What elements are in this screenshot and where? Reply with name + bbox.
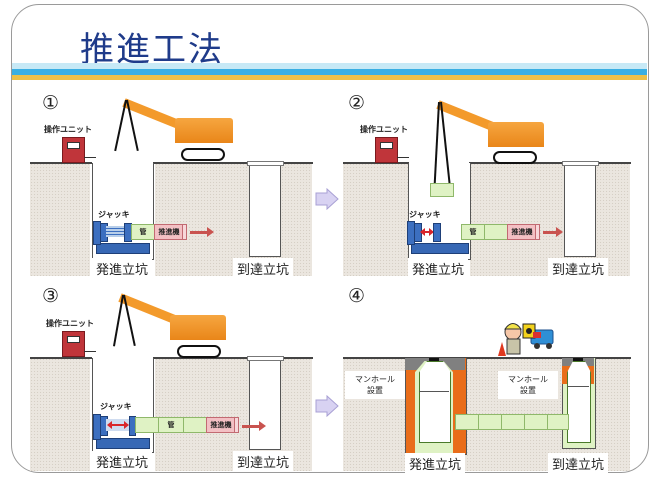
step-number: ①	[42, 92, 60, 114]
ground-line	[343, 357, 631, 359]
ground	[470, 163, 630, 276]
jack-base	[411, 243, 469, 254]
ground	[30, 163, 90, 276]
crane-track	[493, 151, 537, 164]
pipe-segment: 管	[158, 417, 184, 433]
header-band-light	[12, 63, 647, 69]
step-number: ③	[42, 285, 60, 307]
manhole-install-label: マンホール 設置	[345, 371, 405, 399]
crane-track	[181, 148, 225, 161]
pipe-segment	[524, 414, 548, 430]
ground-line	[343, 162, 409, 164]
pipe-segment	[547, 414, 569, 430]
jack-label: ジャッキ	[98, 210, 130, 219]
boring-head: 推進機	[154, 224, 187, 240]
header-band-gold	[12, 75, 647, 80]
step-number: ④	[348, 285, 366, 307]
arrival-shaft-label: 到達立坑	[233, 258, 294, 279]
control-unit-label: 操作ユニット	[46, 319, 94, 328]
ground-line	[153, 162, 313, 164]
arrival-shaft-cap	[562, 161, 599, 166]
jack-stroke-arrow	[420, 228, 434, 236]
manhole-cover	[573, 358, 583, 361]
crane-rope	[112, 294, 124, 347]
launch-shaft	[92, 358, 154, 453]
control-cable	[84, 351, 96, 352]
control-cable	[84, 157, 96, 158]
launch-shaft-label: 発進立坑	[92, 258, 153, 279]
launch-shaft-label: 発進立坑	[92, 451, 153, 472]
step-number: ②	[348, 92, 366, 114]
crane-rope	[114, 99, 127, 152]
arrival-shaft-cap	[247, 161, 284, 166]
pipe-segment	[484, 224, 508, 240]
control-cable	[397, 157, 409, 158]
arrival-shaft-cap	[247, 356, 284, 361]
next-step-arrow-icon	[315, 188, 339, 210]
ground-line	[30, 162, 92, 164]
arrival-shaft	[249, 164, 281, 257]
arrival-shaft-label: 到達立坑	[548, 453, 609, 474]
crane-body	[175, 118, 233, 143]
ground-line	[30, 357, 92, 359]
arrival-shaft-label: 到達立坑	[548, 258, 609, 279]
panel-step-2: ② 操作ユニット ジャッキ 管 推進機 発進立坑 到達立坑	[340, 88, 631, 279]
jack-label: ジャッキ	[100, 402, 132, 411]
ground-line	[153, 357, 313, 359]
direction-arrow	[190, 227, 214, 237]
panel-step-1: ① 操作ユニット ジャッキ 管 推進機 発進立坑 到達立坑	[20, 88, 313, 279]
pipe-segment	[183, 417, 207, 433]
panel-step-4: ④ マンホール 設置 マンホール 設置 発進立坑 到達立坑	[340, 283, 631, 474]
jack-stroke-arrow	[107, 421, 129, 429]
control-unit-label: 操作ユニット	[44, 125, 92, 134]
launch-shaft-label: 発進立坑	[408, 258, 469, 279]
boring-head: 推進機	[206, 417, 239, 433]
control-unit	[375, 137, 398, 163]
jack-base	[96, 243, 150, 254]
manhole-joint	[419, 391, 449, 392]
manhole-cover	[429, 358, 439, 361]
pipe-segment	[135, 417, 159, 433]
pipe-segment	[501, 414, 525, 430]
jack-base	[96, 438, 150, 449]
pipe-segment: 管	[461, 224, 485, 240]
worker-with-truck-icon	[498, 323, 554, 356]
header-band-blue	[12, 69, 647, 75]
pipe-segment	[478, 414, 502, 430]
direction-arrow	[543, 227, 563, 237]
crane-track	[177, 345, 221, 358]
panel-step-3: ③ 操作ユニット ジャッキ 管 推進機 発進立坑 到達立坑	[20, 283, 313, 473]
crane-body	[488, 122, 544, 147]
arrival-shaft	[564, 164, 596, 257]
control-unit	[62, 331, 85, 357]
ground	[155, 163, 312, 276]
manhole-install-label: マンホール 設置	[498, 371, 558, 399]
next-step-arrow-icon	[315, 395, 339, 417]
launch-shaft-label: 発進立坑	[405, 453, 466, 474]
control-unit	[62, 137, 85, 163]
pipe-segment	[455, 414, 479, 430]
ground	[343, 163, 408, 276]
ground	[30, 358, 90, 471]
jack-label: ジャッキ	[409, 210, 441, 219]
crane-body	[170, 315, 226, 340]
launch-manhole	[419, 361, 451, 443]
arrival-shaft	[249, 359, 281, 450]
ground-line	[469, 162, 631, 164]
jack-ram	[106, 226, 125, 237]
manhole-joint	[567, 386, 589, 387]
arrival-shaft-label: 到達立坑	[233, 451, 294, 472]
direction-arrow	[242, 421, 266, 431]
suspended-pipe	[430, 183, 454, 197]
jack-plate	[433, 223, 441, 242]
boring-head: 推進機	[507, 224, 540, 240]
pipe-segment: 管	[131, 224, 155, 240]
control-unit-label: 操作ユニット	[360, 125, 408, 134]
arrival-manhole	[567, 361, 591, 443]
